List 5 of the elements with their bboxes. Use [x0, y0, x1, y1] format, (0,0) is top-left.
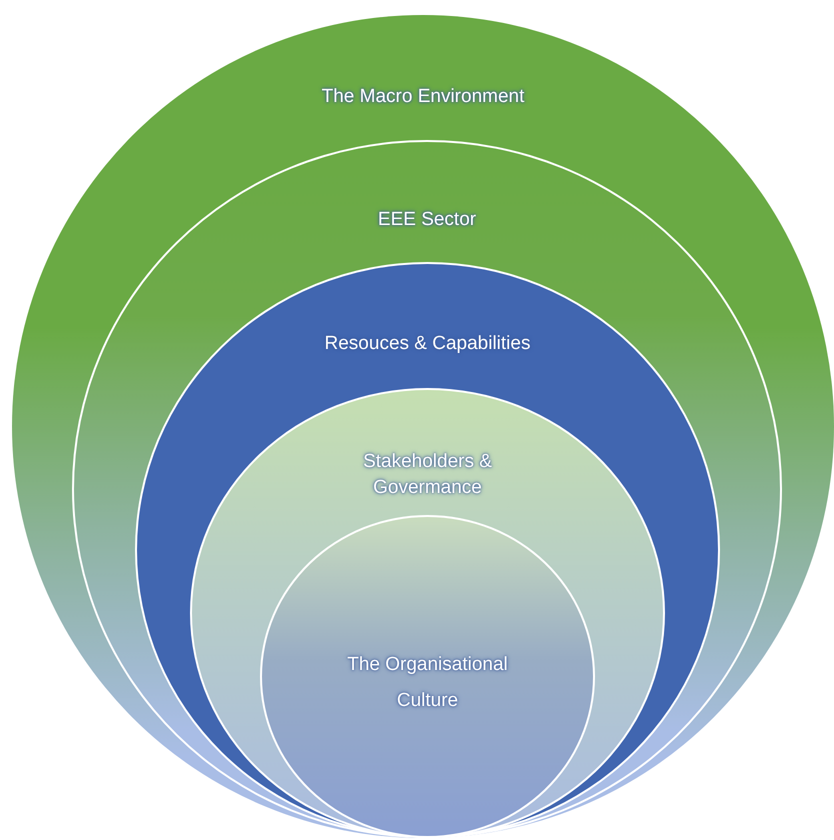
circle-label: Resouces & Capabilities: [324, 332, 532, 356]
circle-label: EEE Sector: [376, 208, 478, 232]
circle-label: The Macro Environment: [320, 85, 526, 109]
circle-label: Stakeholders & Govermance: [362, 450, 493, 500]
circle-label: The Organisational Culture: [346, 653, 509, 713]
